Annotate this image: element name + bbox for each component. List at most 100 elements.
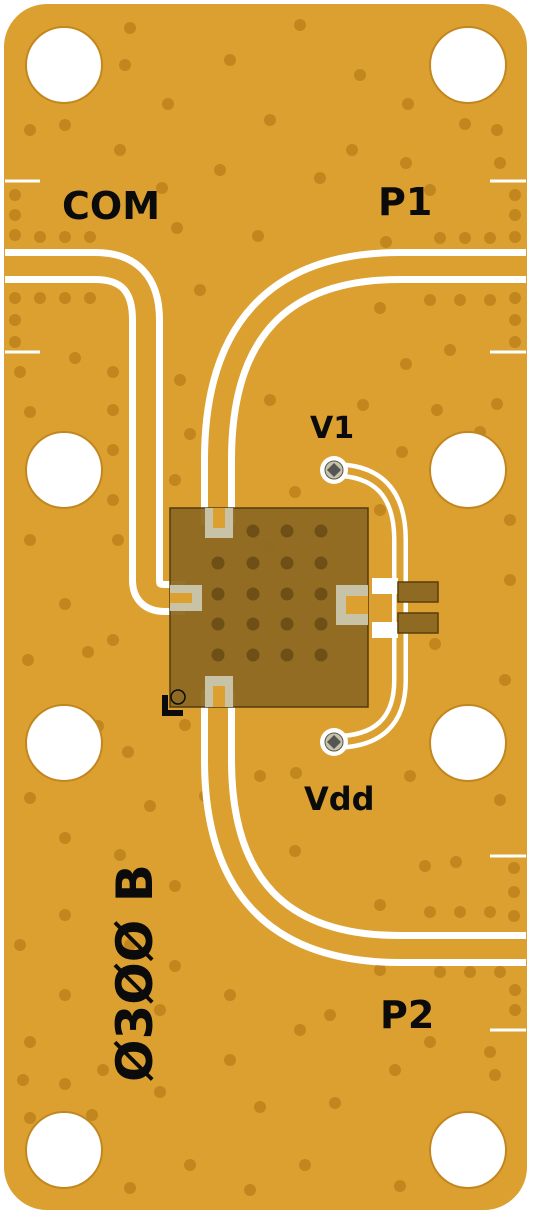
capacitor-bottom	[397, 612, 439, 634]
via	[59, 909, 71, 921]
via	[374, 504, 386, 516]
mounting-holes	[25, 26, 507, 1189]
via	[9, 336, 21, 348]
via	[402, 98, 414, 110]
via	[24, 124, 36, 136]
via	[314, 172, 326, 184]
thermal-via	[246, 648, 260, 662]
via	[357, 399, 369, 411]
via	[494, 157, 506, 169]
via	[17, 1074, 29, 1086]
via	[450, 856, 462, 868]
thermal-via	[246, 556, 260, 570]
via	[499, 674, 511, 686]
via	[154, 1086, 166, 1098]
thermal-via	[280, 617, 294, 631]
via	[174, 374, 186, 386]
via	[114, 144, 126, 156]
via	[289, 486, 301, 498]
label-p1: P1	[378, 180, 432, 224]
thermal-via	[211, 587, 225, 601]
via	[424, 906, 436, 918]
via	[509, 984, 521, 996]
via	[107, 444, 119, 456]
via	[9, 229, 21, 241]
via	[389, 1064, 401, 1076]
via	[24, 792, 36, 804]
thermal-via	[280, 556, 294, 570]
via	[59, 119, 71, 131]
via	[224, 1054, 236, 1066]
via	[404, 770, 416, 782]
via	[84, 231, 96, 243]
via	[59, 231, 71, 243]
via	[380, 236, 392, 248]
via	[489, 1069, 501, 1081]
via	[459, 232, 471, 244]
via	[454, 294, 466, 306]
via	[9, 314, 21, 326]
via	[491, 398, 503, 410]
via	[169, 960, 181, 972]
thermal-via	[314, 556, 328, 570]
via	[224, 54, 236, 66]
via	[184, 1159, 196, 1171]
mounting-hole-low-right	[429, 704, 507, 782]
mounting-hole-low-left	[25, 704, 103, 782]
via	[424, 1036, 436, 1048]
via	[59, 1078, 71, 1090]
thermal-via	[314, 524, 328, 538]
via	[59, 832, 71, 844]
label-part-number: Ø3ØØ B	[106, 864, 164, 1082]
via	[374, 302, 386, 314]
via	[484, 294, 496, 306]
via	[290, 767, 302, 779]
via	[509, 231, 521, 243]
via	[429, 638, 441, 650]
via	[34, 292, 46, 304]
via	[107, 404, 119, 416]
via	[494, 966, 506, 978]
thermal-via	[246, 524, 260, 538]
via	[454, 906, 466, 918]
via	[97, 1064, 109, 1076]
thermal-via	[211, 617, 225, 631]
thermal-via	[314, 648, 328, 662]
via-field	[9, 19, 521, 1196]
via	[354, 69, 366, 81]
via	[346, 144, 358, 156]
via	[254, 770, 266, 782]
via	[294, 1024, 306, 1036]
via	[107, 494, 119, 506]
pin1-marker	[162, 689, 186, 716]
via	[82, 646, 94, 658]
ic-package	[169, 507, 369, 708]
thermal-via	[211, 556, 225, 570]
via	[171, 222, 183, 234]
mounting-hole-top-left	[25, 26, 103, 104]
label-vdd: Vdd	[304, 780, 375, 818]
via	[122, 746, 134, 758]
via	[59, 598, 71, 610]
via	[509, 209, 521, 221]
via	[24, 406, 36, 418]
port-markers	[5, 179, 526, 1032]
via	[184, 428, 196, 440]
via	[252, 230, 264, 242]
via	[264, 114, 276, 126]
label-com: COM	[62, 184, 160, 228]
via	[69, 352, 81, 364]
via	[84, 292, 96, 304]
via	[424, 294, 436, 306]
via	[59, 989, 71, 1001]
via	[400, 358, 412, 370]
via	[169, 474, 181, 486]
thermal-via	[246, 617, 260, 631]
rf-trace-conductors	[5, 256, 526, 959]
via	[509, 1004, 521, 1016]
via	[22, 654, 34, 666]
via	[107, 634, 119, 646]
via	[509, 314, 521, 326]
vdd-testpoint	[320, 728, 348, 756]
via	[214, 164, 226, 176]
